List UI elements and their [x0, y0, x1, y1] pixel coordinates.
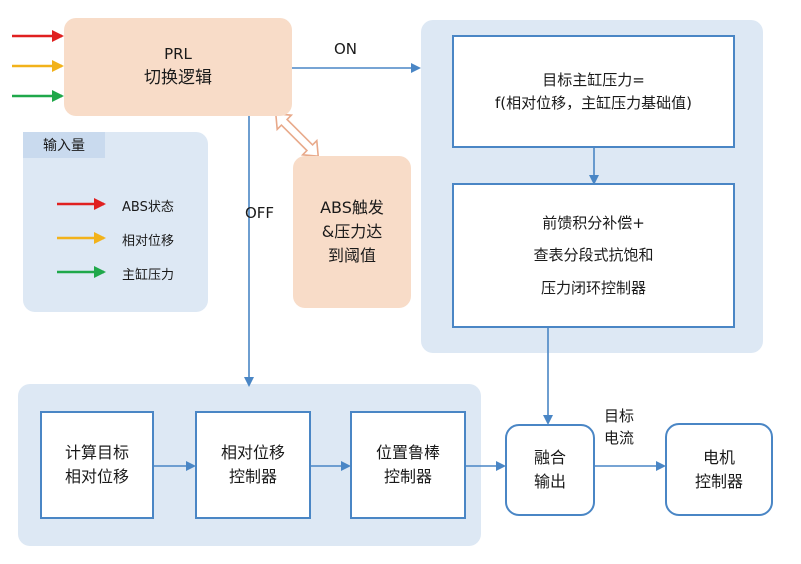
calc-target-line1: 计算目标	[64, 443, 129, 462]
legend-panel	[23, 132, 208, 312]
target-current-line1: 目标	[604, 407, 635, 425]
legend-title-tab: 输入量	[23, 132, 105, 158]
relative-displacement-controller-box: 相对位移 控制器	[195, 411, 311, 519]
displacement-controller-line2: 控制器	[228, 467, 277, 486]
switch-logic-label: 切换逻辑	[144, 67, 212, 88]
abs-trigger-line3: 到阈值	[327, 246, 376, 265]
motor-line1: 电机	[702, 447, 735, 467]
on-label: ON	[334, 40, 358, 58]
abs-trigger-line2: &压力达	[321, 222, 383, 241]
pressure-controller-line3: 压力闭环控制器	[540, 278, 646, 297]
pressure-controller-line2: 查表分段式抗饱和	[533, 246, 654, 265]
robust-controller-line1: 位置鲁棒	[375, 443, 440, 462]
legend-relative-displacement-label: 相对位移	[122, 234, 175, 249]
motor-controller-box: 电机 控制器	[665, 423, 773, 516]
fusion-line1: 融合	[533, 448, 566, 467]
off-label: OFF	[245, 204, 275, 222]
legend-master-pressure-label: 主缸压力	[122, 268, 175, 283]
target-pressure-line1: 目标主缸压力=	[542, 71, 645, 89]
prl-switch-logic-box: PRL 切换逻辑	[64, 18, 292, 116]
abs-trigger-line1: ABS触发	[320, 198, 384, 217]
legend-title: 输入量	[43, 138, 85, 154]
position-robust-controller-box: 位置鲁棒 控制器	[350, 411, 466, 519]
target-current-line2: 电流	[604, 428, 635, 447]
abs-trigger-box: ABS触发 &压力达 到阈值	[293, 156, 411, 308]
displacement-controller-line1: 相对位移	[220, 443, 285, 462]
legend-abs-state-label: ABS状态	[122, 200, 174, 215]
calc-target-line2: 相对位移	[64, 467, 129, 486]
motor-line2: 控制器	[694, 471, 743, 491]
target-current-label: 目标 电流	[604, 406, 634, 450]
target-pressure-box: 目标主缸压力= f(相对位移，主缸压力基础值)	[452, 35, 735, 148]
prl-label: PRL	[164, 45, 192, 63]
robust-controller-line2: 控制器	[383, 467, 432, 486]
fusion-output-box: 融合 输出	[505, 424, 595, 516]
fusion-line2: 输出	[533, 472, 566, 491]
calc-target-displacement-box: 计算目标 相对位移	[40, 411, 154, 519]
target-pressure-line2: f(相对位移，主缸压力基础值)	[495, 93, 692, 112]
pressure-controller-line1: 前馈积分补偿+	[542, 214, 645, 233]
pressure-closed-loop-controller-box: 前馈积分补偿+ 查表分段式抗饱和 压力闭环控制器	[452, 183, 735, 328]
